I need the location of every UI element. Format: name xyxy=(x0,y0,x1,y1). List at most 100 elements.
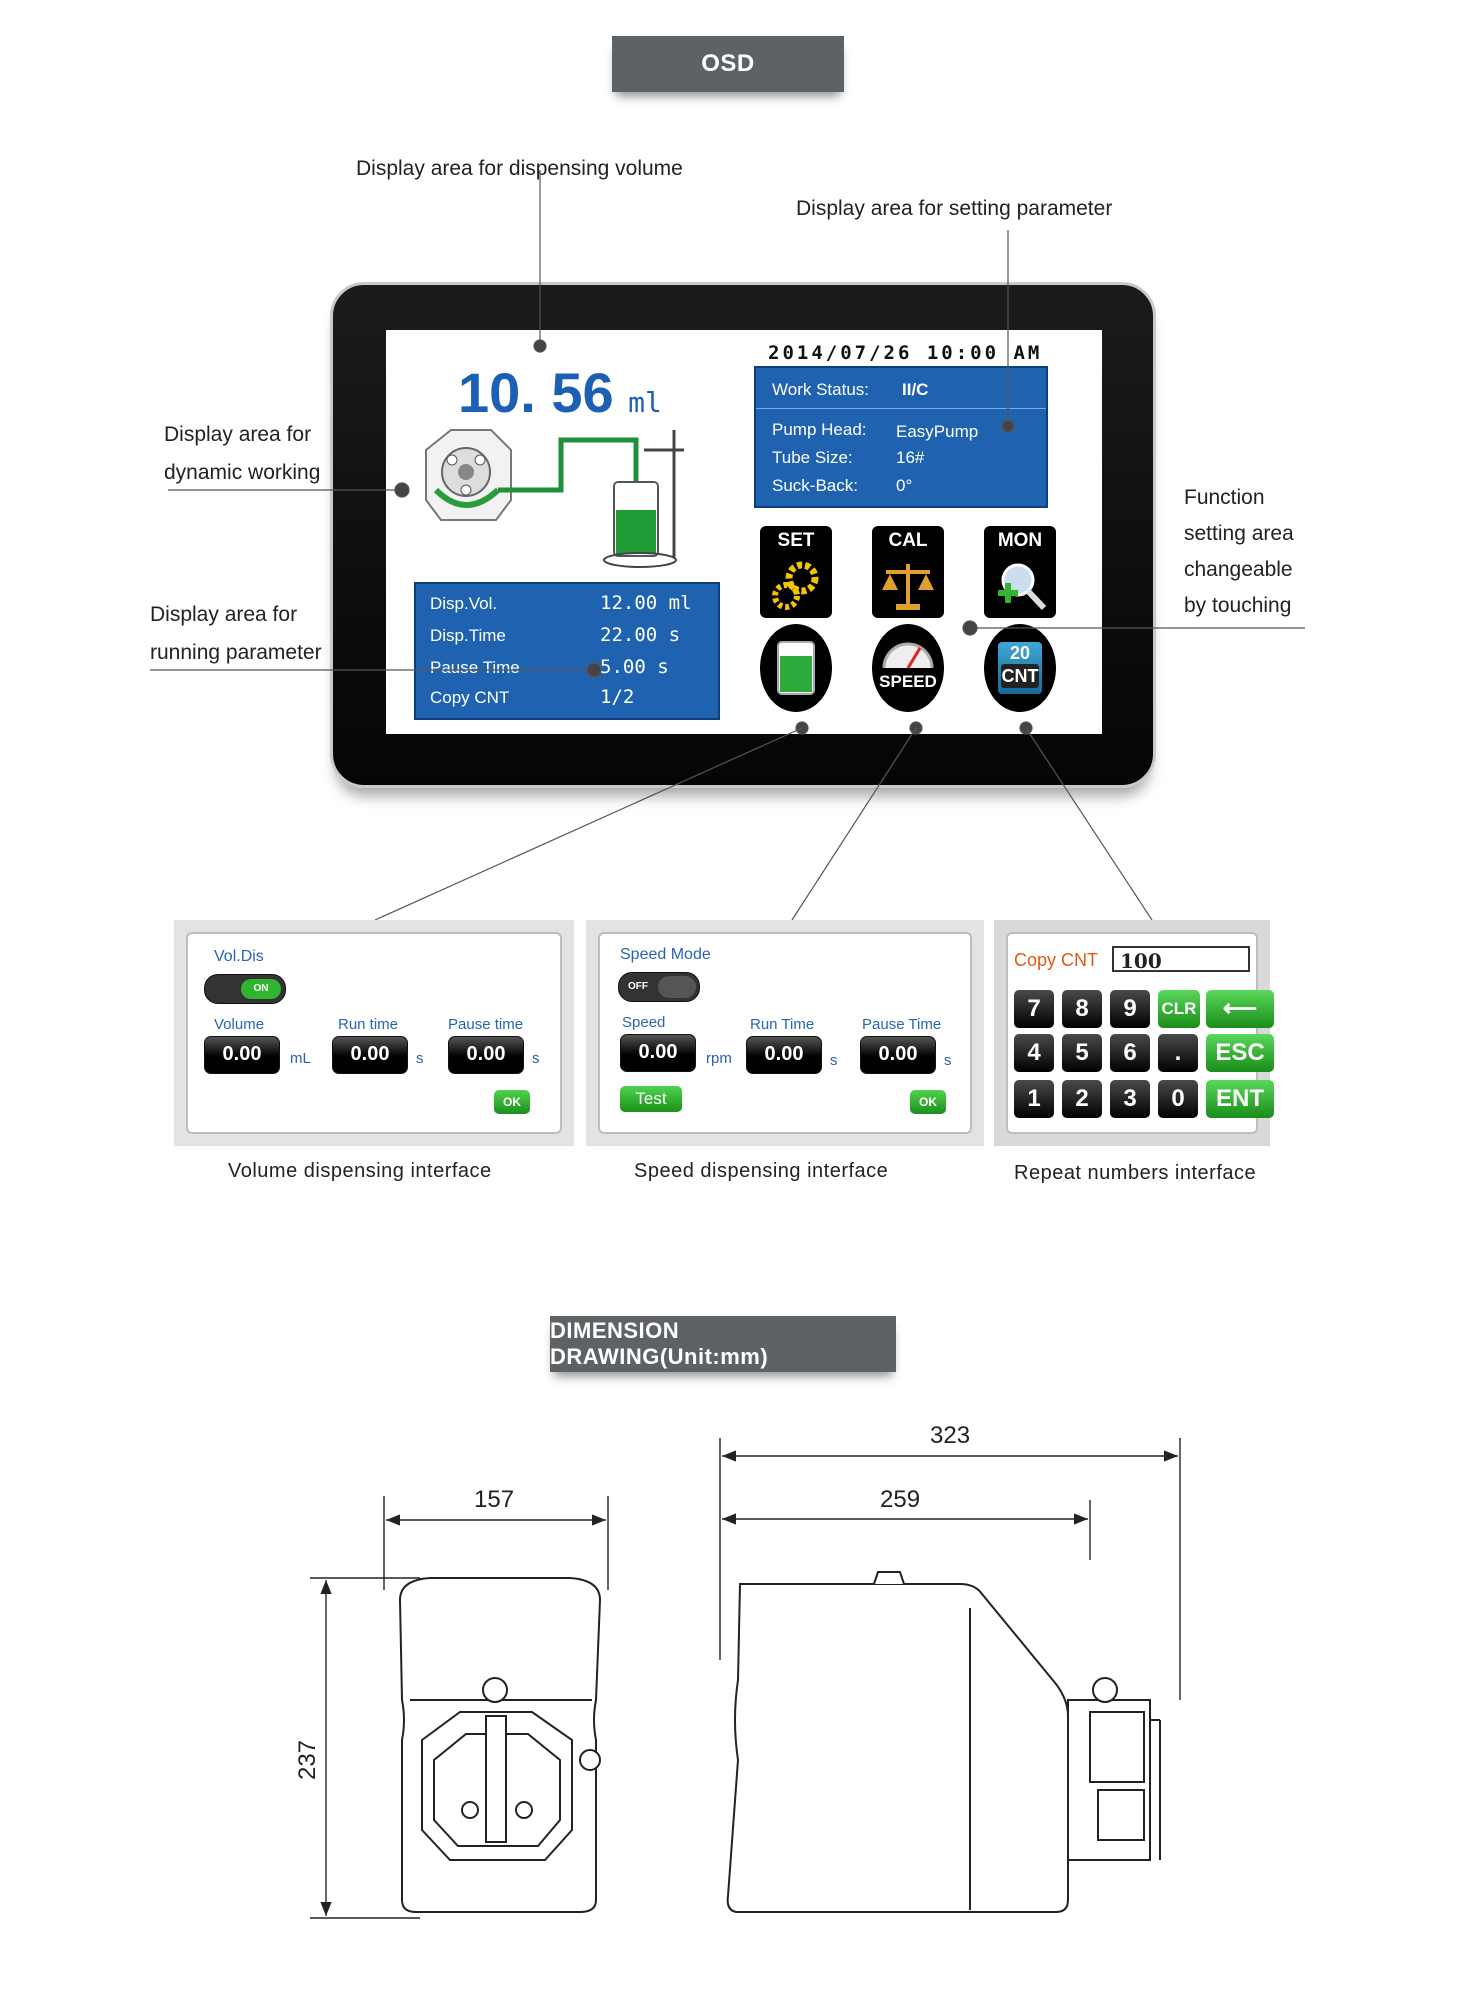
speed-run-time-field[interactable]: 0.00 xyxy=(746,1036,822,1074)
run-time-unit: s xyxy=(416,1050,424,1067)
volume-unit: mL xyxy=(290,1050,311,1067)
vol-dis-toggle[interactable]: ON xyxy=(204,974,286,1004)
key-3[interactable]: 3 xyxy=(1110,1080,1150,1118)
speed-button[interactable]: SPEED xyxy=(872,624,944,712)
key-5[interactable]: 5 xyxy=(1062,1034,1102,1072)
magnifier-plus-icon xyxy=(998,563,1047,611)
callout-function-line3: changeable xyxy=(1184,558,1293,581)
volume-value: 10. 56 xyxy=(458,361,614,424)
speed-pause-time-label: Pause Time xyxy=(862,1016,942,1033)
key-9[interactable]: 9 xyxy=(1110,990,1150,1028)
dim-depth-body: 259 xyxy=(880,1486,921,1513)
key-clr[interactable]: CLR xyxy=(1158,990,1200,1028)
gear-icon xyxy=(772,561,819,610)
key-dot[interactable]: . xyxy=(1158,1034,1198,1072)
tube-line xyxy=(498,437,639,493)
key-7[interactable]: 7 xyxy=(1014,990,1054,1028)
repeat-numbers-panel: Copy CNT 100 7 8 9 CLR ⟵ 4 5 6 . ESC 1 2… xyxy=(994,920,1274,1146)
work-status-value: II/C xyxy=(902,380,929,399)
tube-size-label: Tube Size: xyxy=(772,448,853,467)
repeat-panel-screen: Copy CNT 100 7 8 9 CLR ⟵ 4 5 6 . ESC 1 2… xyxy=(1006,932,1274,1134)
key-backspace[interactable]: ⟵ xyxy=(1206,990,1274,1028)
pump-head-label: Pump Head: xyxy=(772,420,867,439)
pause-time-field[interactable]: 0.00 xyxy=(448,1036,524,1074)
callout-dynamic-working: Display area for dynamic working xyxy=(164,416,320,492)
beaker-fill-icon xyxy=(777,641,815,695)
callout-running-line2: running parameter xyxy=(150,641,322,664)
callout-function-line4: by touching xyxy=(1184,594,1292,617)
work-status-label: Work Status: xyxy=(772,380,869,399)
cal-button-label: CAL xyxy=(888,530,928,551)
mon-button[interactable]: MON xyxy=(984,526,1056,618)
dimension-banner: DIMENSION DRAWING(Unit:mm) xyxy=(550,1316,896,1372)
callout-function-line1: Function xyxy=(1184,486,1265,509)
beaker-icon xyxy=(603,430,684,568)
key-esc[interactable]: ESC xyxy=(1206,1034,1274,1072)
speed-mode-toggle[interactable]: OFF xyxy=(618,972,700,1002)
pump-animation xyxy=(425,429,684,568)
pause-time-label: Pause time xyxy=(448,1016,524,1033)
volume-field[interactable]: 0.00 xyxy=(204,1036,280,1074)
speed-unit: rpm xyxy=(706,1050,732,1067)
cal-button[interactable]: CAL xyxy=(872,526,944,618)
volume-ok-button[interactable]: OK xyxy=(494,1090,530,1114)
copy-cnt-input[interactable]: 100 xyxy=(1112,946,1250,973)
status-panel: Work Status: II/C Pump Head: EasyPump Tu… xyxy=(754,366,1048,508)
speed-dispensing-panel: Speed Mode OFF Speed 0.00 rpm Run Time 0… xyxy=(586,920,984,1146)
set-button[interactable]: SET xyxy=(760,526,832,618)
key-4[interactable]: 4 xyxy=(1014,1034,1054,1072)
speed-panel-screen: Speed Mode OFF Speed 0.00 rpm Run Time 0… xyxy=(598,932,972,1134)
speed-interface-caption: Speed dispensing interface xyxy=(634,1160,889,1182)
speed-mode-label: Speed Mode xyxy=(620,946,711,963)
beaker-button[interactable] xyxy=(760,624,832,712)
toggle-knob xyxy=(658,976,696,998)
cnt-number: 20 xyxy=(1009,643,1031,663)
toggle-off-indicator: OFF xyxy=(628,981,648,992)
pause-time-label: Pause Time xyxy=(430,658,520,677)
speed-field[interactable]: 0.00 xyxy=(620,1034,696,1072)
volume-readout: 10. 56 ml xyxy=(458,360,662,425)
gauge-icon xyxy=(882,642,934,669)
scale-icon xyxy=(882,564,934,610)
copy-cnt-label: Copy CNT xyxy=(430,688,510,707)
disp-time-label: Disp.Time xyxy=(430,626,506,645)
key-ent[interactable]: ENT xyxy=(1206,1080,1274,1118)
callout-setting-parameter: Display area for setting parameter xyxy=(796,197,1113,220)
leader-lines xyxy=(150,170,1305,921)
pause-time-unit: s xyxy=(532,1050,540,1067)
speed-run-time-label: Run Time xyxy=(750,1016,815,1033)
repeat-interface-caption: Repeat numbers interface xyxy=(1014,1162,1257,1184)
speed-label: Speed xyxy=(622,1014,666,1031)
cnt-button[interactable]: 20 CNT xyxy=(984,624,1056,712)
callout-running-line1: Display area for xyxy=(150,603,298,626)
key-6[interactable]: 6 xyxy=(1110,1034,1150,1072)
callout-dynamic-line2: dynamic working xyxy=(164,461,321,484)
pump-head-value: EasyPump xyxy=(896,422,979,441)
callout-dispensing-volume: Display area for dispensing volume xyxy=(356,157,683,180)
key-2[interactable]: 2 xyxy=(1062,1080,1102,1118)
pump-head-icon xyxy=(425,429,512,521)
suck-back-value: 0° xyxy=(896,476,913,495)
callout-function-area: Function setting area changeable by touc… xyxy=(1184,480,1294,624)
screen-datetime: 2014/07/26 10:00 AM xyxy=(768,342,1043,364)
set-button-label: SET xyxy=(777,530,815,551)
speed-pause-time-field[interactable]: 0.00 xyxy=(860,1036,936,1074)
speed-run-time-unit: s xyxy=(830,1052,838,1069)
status-divider xyxy=(756,408,1046,409)
dim-height: 237 xyxy=(294,1739,322,1781)
run-time-field[interactable]: 0.00 xyxy=(332,1036,408,1074)
mon-button-label: MON xyxy=(997,530,1043,551)
volume-unit: ml xyxy=(628,386,662,419)
key-0[interactable]: 0 xyxy=(1158,1080,1198,1118)
speed-ok-button[interactable]: OK xyxy=(910,1090,946,1114)
callout-function-line2: setting area xyxy=(1184,522,1294,545)
speed-pause-time-unit: s xyxy=(944,1052,952,1069)
volume-dispensing-panel: Vol.Dis ON Volume 0.00 mL Run time 0.00 … xyxy=(174,920,574,1146)
osd-banner: OSD xyxy=(612,36,844,92)
callout-dynamic-line1: Display area for xyxy=(164,423,312,446)
key-1[interactable]: 1 xyxy=(1014,1080,1054,1118)
test-button[interactable]: Test xyxy=(620,1086,682,1112)
key-8[interactable]: 8 xyxy=(1062,990,1102,1028)
vol-dis-label: Vol.Dis xyxy=(214,948,264,965)
suck-back-label: Suck-Back: xyxy=(772,476,858,495)
